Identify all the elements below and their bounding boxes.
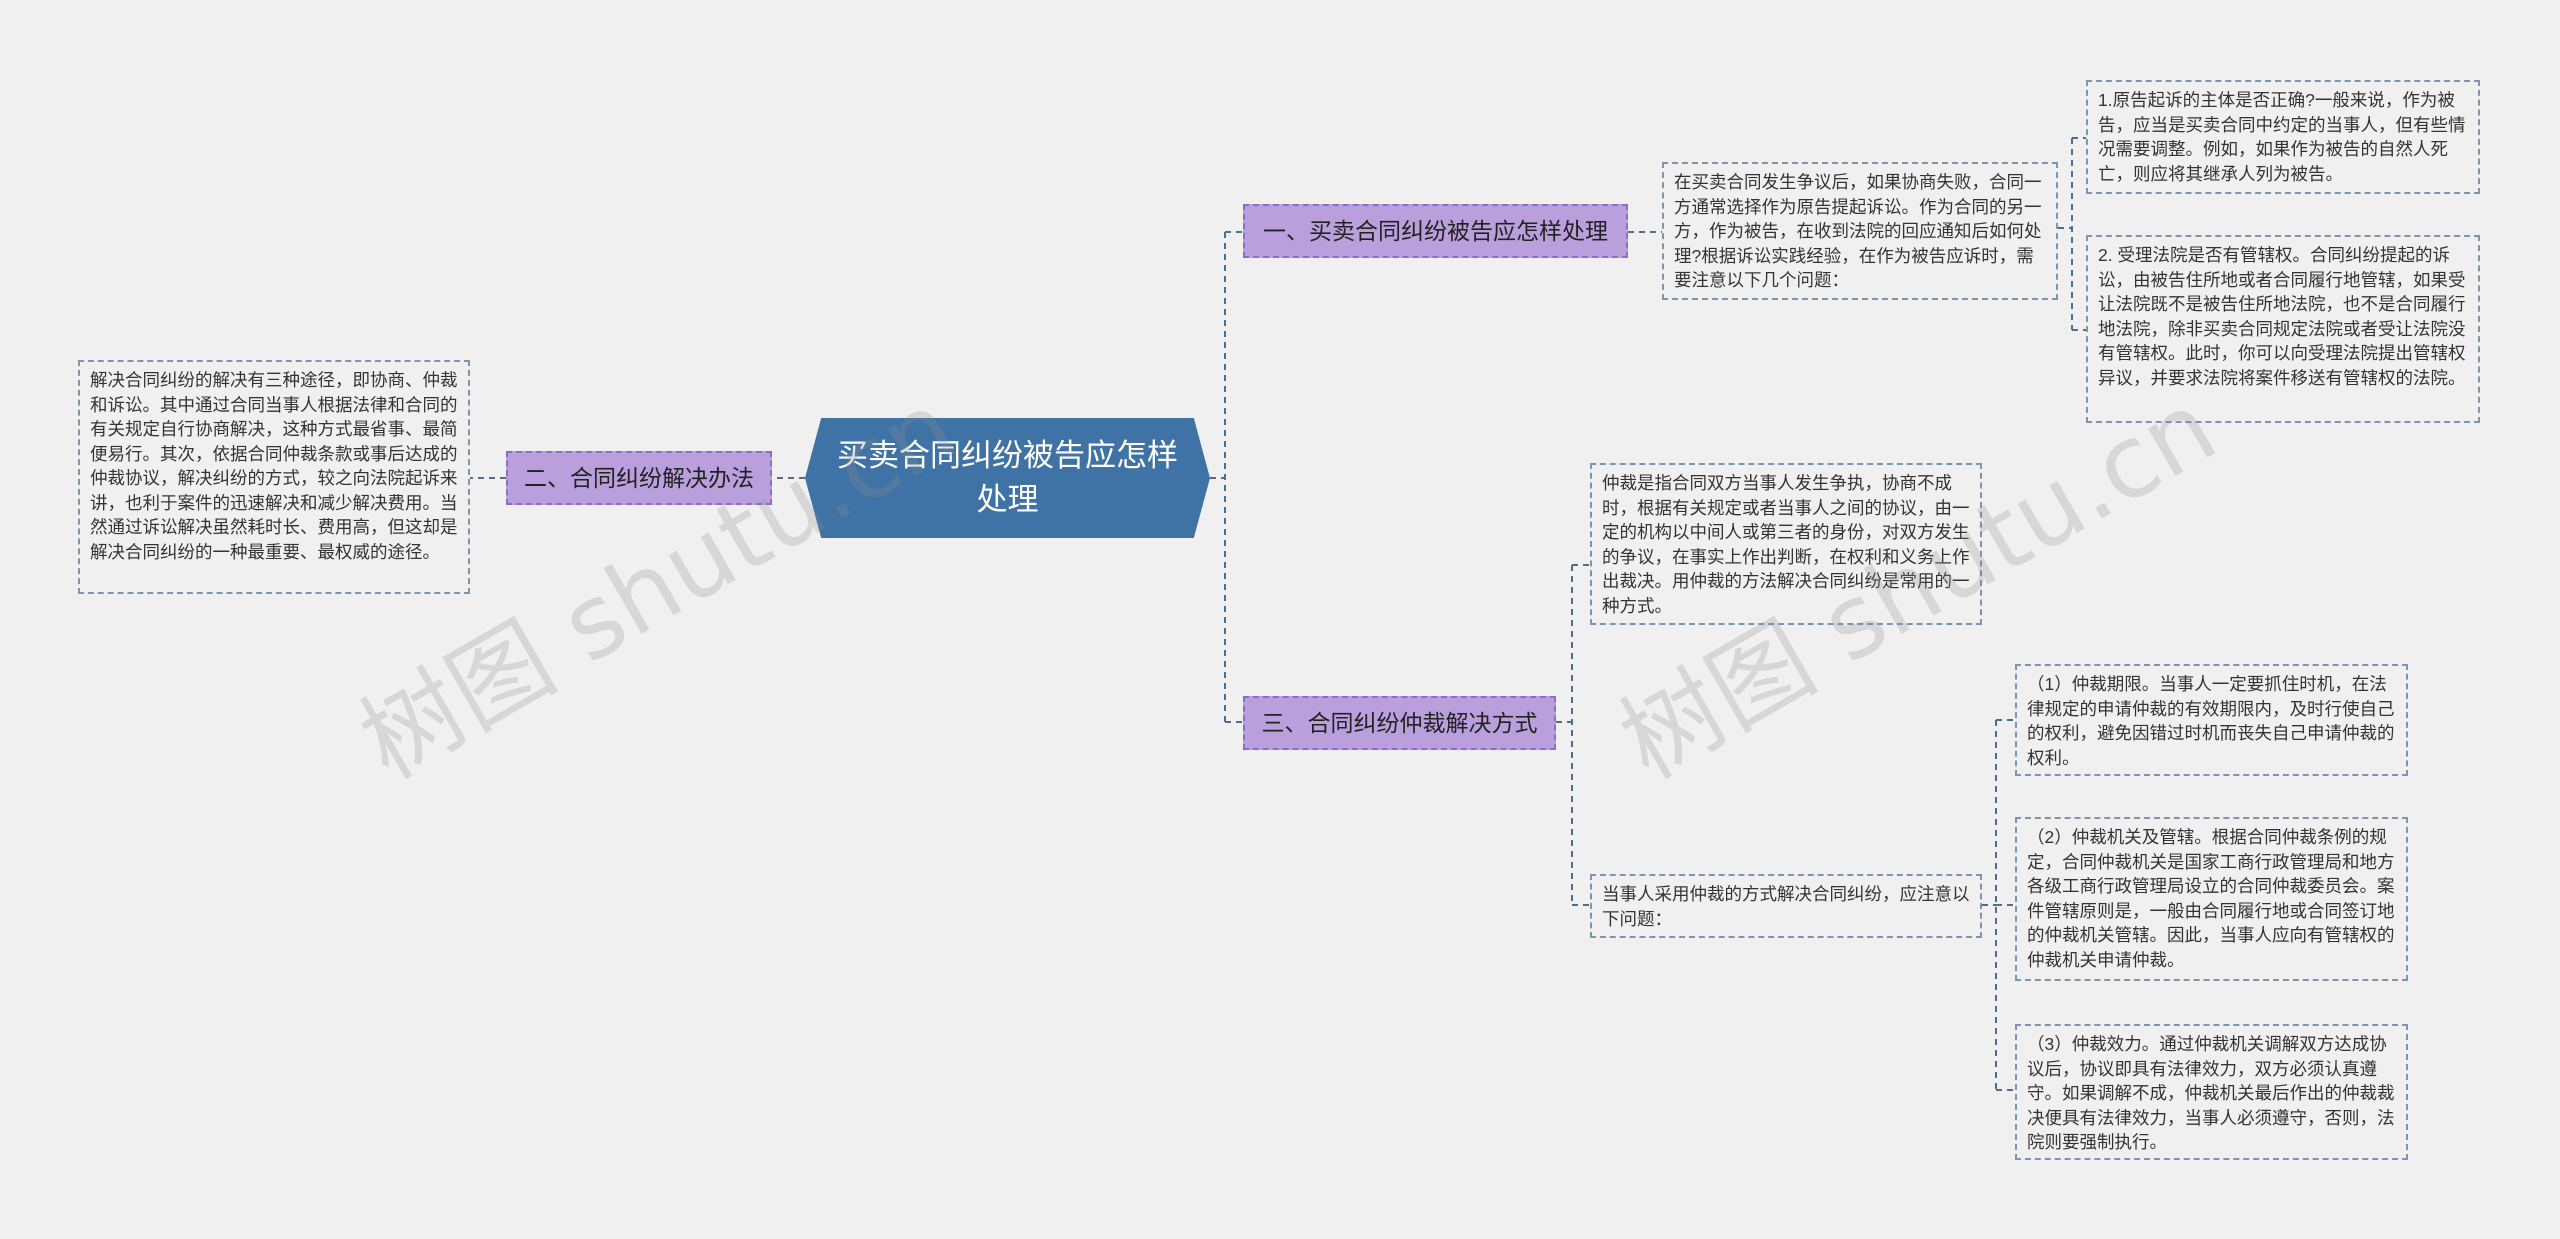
- leaf-b2-text-content: 解决合同纠纷的解决有三种途径，即协商、仲裁和诉讼。其中通过合同当事人根据法律和合…: [90, 370, 458, 562]
- connector-root-right: [1210, 231, 1243, 723]
- leaf-b1-item2-content: 2. 受理法院是否有管辖权。合同纠纷提起的诉讼，由被告住所地或者合同履行地管辖，…: [2098, 245, 2466, 388]
- leaf-b3-definition-content: 仲裁是指合同双方当事人发生争执，协商不成时，根据有关规定或者当事人之间的协议，由…: [1602, 473, 1970, 616]
- leaf-b1-intro-content: 在买卖合同发生争议后，如果协商失败，合同一方通常选择作为原告提起诉讼。作为合同的…: [1674, 172, 2042, 290]
- leaf-b3-item1-content: （1）仲裁期限。当事人一定要抓住时机，在法律规定的申请仲裁的有效期限内，及时行使…: [2027, 674, 2395, 768]
- root-node[interactable]: 买卖合同纠纷被告应怎样处理: [805, 418, 1210, 538]
- leaf-b3-note[interactable]: 当事人采用仲裁的方式解决合同纠纷，应注意以下问题：: [1590, 874, 1982, 938]
- leaf-b3-definition[interactable]: 仲裁是指合同双方当事人发生争执，协商不成时，根据有关规定或者当事人之间的协议，由…: [1590, 463, 1982, 625]
- leaf-b1-item1[interactable]: 1.原告起诉的主体是否正确?一般来说，作为被告，应当是买卖合同中约定的当事人，但…: [2086, 80, 2480, 194]
- leaf-b3-item2[interactable]: （2）仲裁机关及管辖。根据合同仲裁条例的规定，合同仲裁机关是国家工商行政管理局和…: [2015, 817, 2408, 981]
- leaf-b1-intro[interactable]: 在买卖合同发生争议后，如果协商失败，合同一方通常选择作为原告提起诉讼。作为合同的…: [1662, 162, 2058, 300]
- leaf-b3-item1[interactable]: （1）仲裁期限。当事人一定要抓住时机，在法律规定的申请仲裁的有效期限内，及时行使…: [2015, 664, 2408, 776]
- leaf-b3-item3-content: （3）仲裁效力。通过仲裁机关调解双方达成协议后，协议即具有法律效力，双方必须认真…: [2027, 1034, 2395, 1152]
- leaf-b2-text[interactable]: 解决合同纠纷的解决有三种途径，即协商、仲裁和诉讼。其中通过合同当事人根据法律和合…: [78, 360, 470, 594]
- connector-intro-items: [2058, 137, 2086, 331]
- leaf-b3-item3[interactable]: （3）仲裁效力。通过仲裁机关调解双方达成协议后，协议即具有法律效力，双方必须认真…: [2015, 1024, 2408, 1160]
- leaf-b3-item2-content: （2）仲裁机关及管辖。根据合同仲裁条例的规定，合同仲裁机关是国家工商行政管理局和…: [2027, 827, 2395, 970]
- connector-note-items: [1982, 719, 2015, 1091]
- branch-node-2[interactable]: 二、合同纠纷解决办法: [506, 451, 772, 505]
- branch-node-3[interactable]: 三、合同纠纷仲裁解决方式: [1243, 696, 1556, 750]
- root-text: 买卖合同纠纷被告应怎样处理: [837, 438, 1178, 517]
- leaf-b1-item1-content: 1.原告起诉的主体是否正确?一般来说，作为被告，应当是买卖合同中约定的当事人，但…: [2098, 90, 2466, 184]
- leaf-b1-item2[interactable]: 2. 受理法院是否有管辖权。合同纠纷提起的诉讼，由被告住所地或者合同履行地管辖，…: [2086, 235, 2480, 423]
- connector-b3-children: [1556, 564, 1590, 906]
- leaf-b3-note-content: 当事人采用仲裁的方式解决合同纠纷，应注意以下问题：: [1602, 884, 1970, 929]
- branch-2-label: 二、合同纠纷解决办法: [524, 465, 754, 491]
- branch-node-1[interactable]: 一、买卖合同纠纷被告应怎样处理: [1243, 204, 1628, 258]
- branch-1-label: 一、买卖合同纠纷被告应怎样处理: [1263, 218, 1608, 244]
- branch-3-label: 三、合同纠纷仲裁解决方式: [1261, 710, 1538, 736]
